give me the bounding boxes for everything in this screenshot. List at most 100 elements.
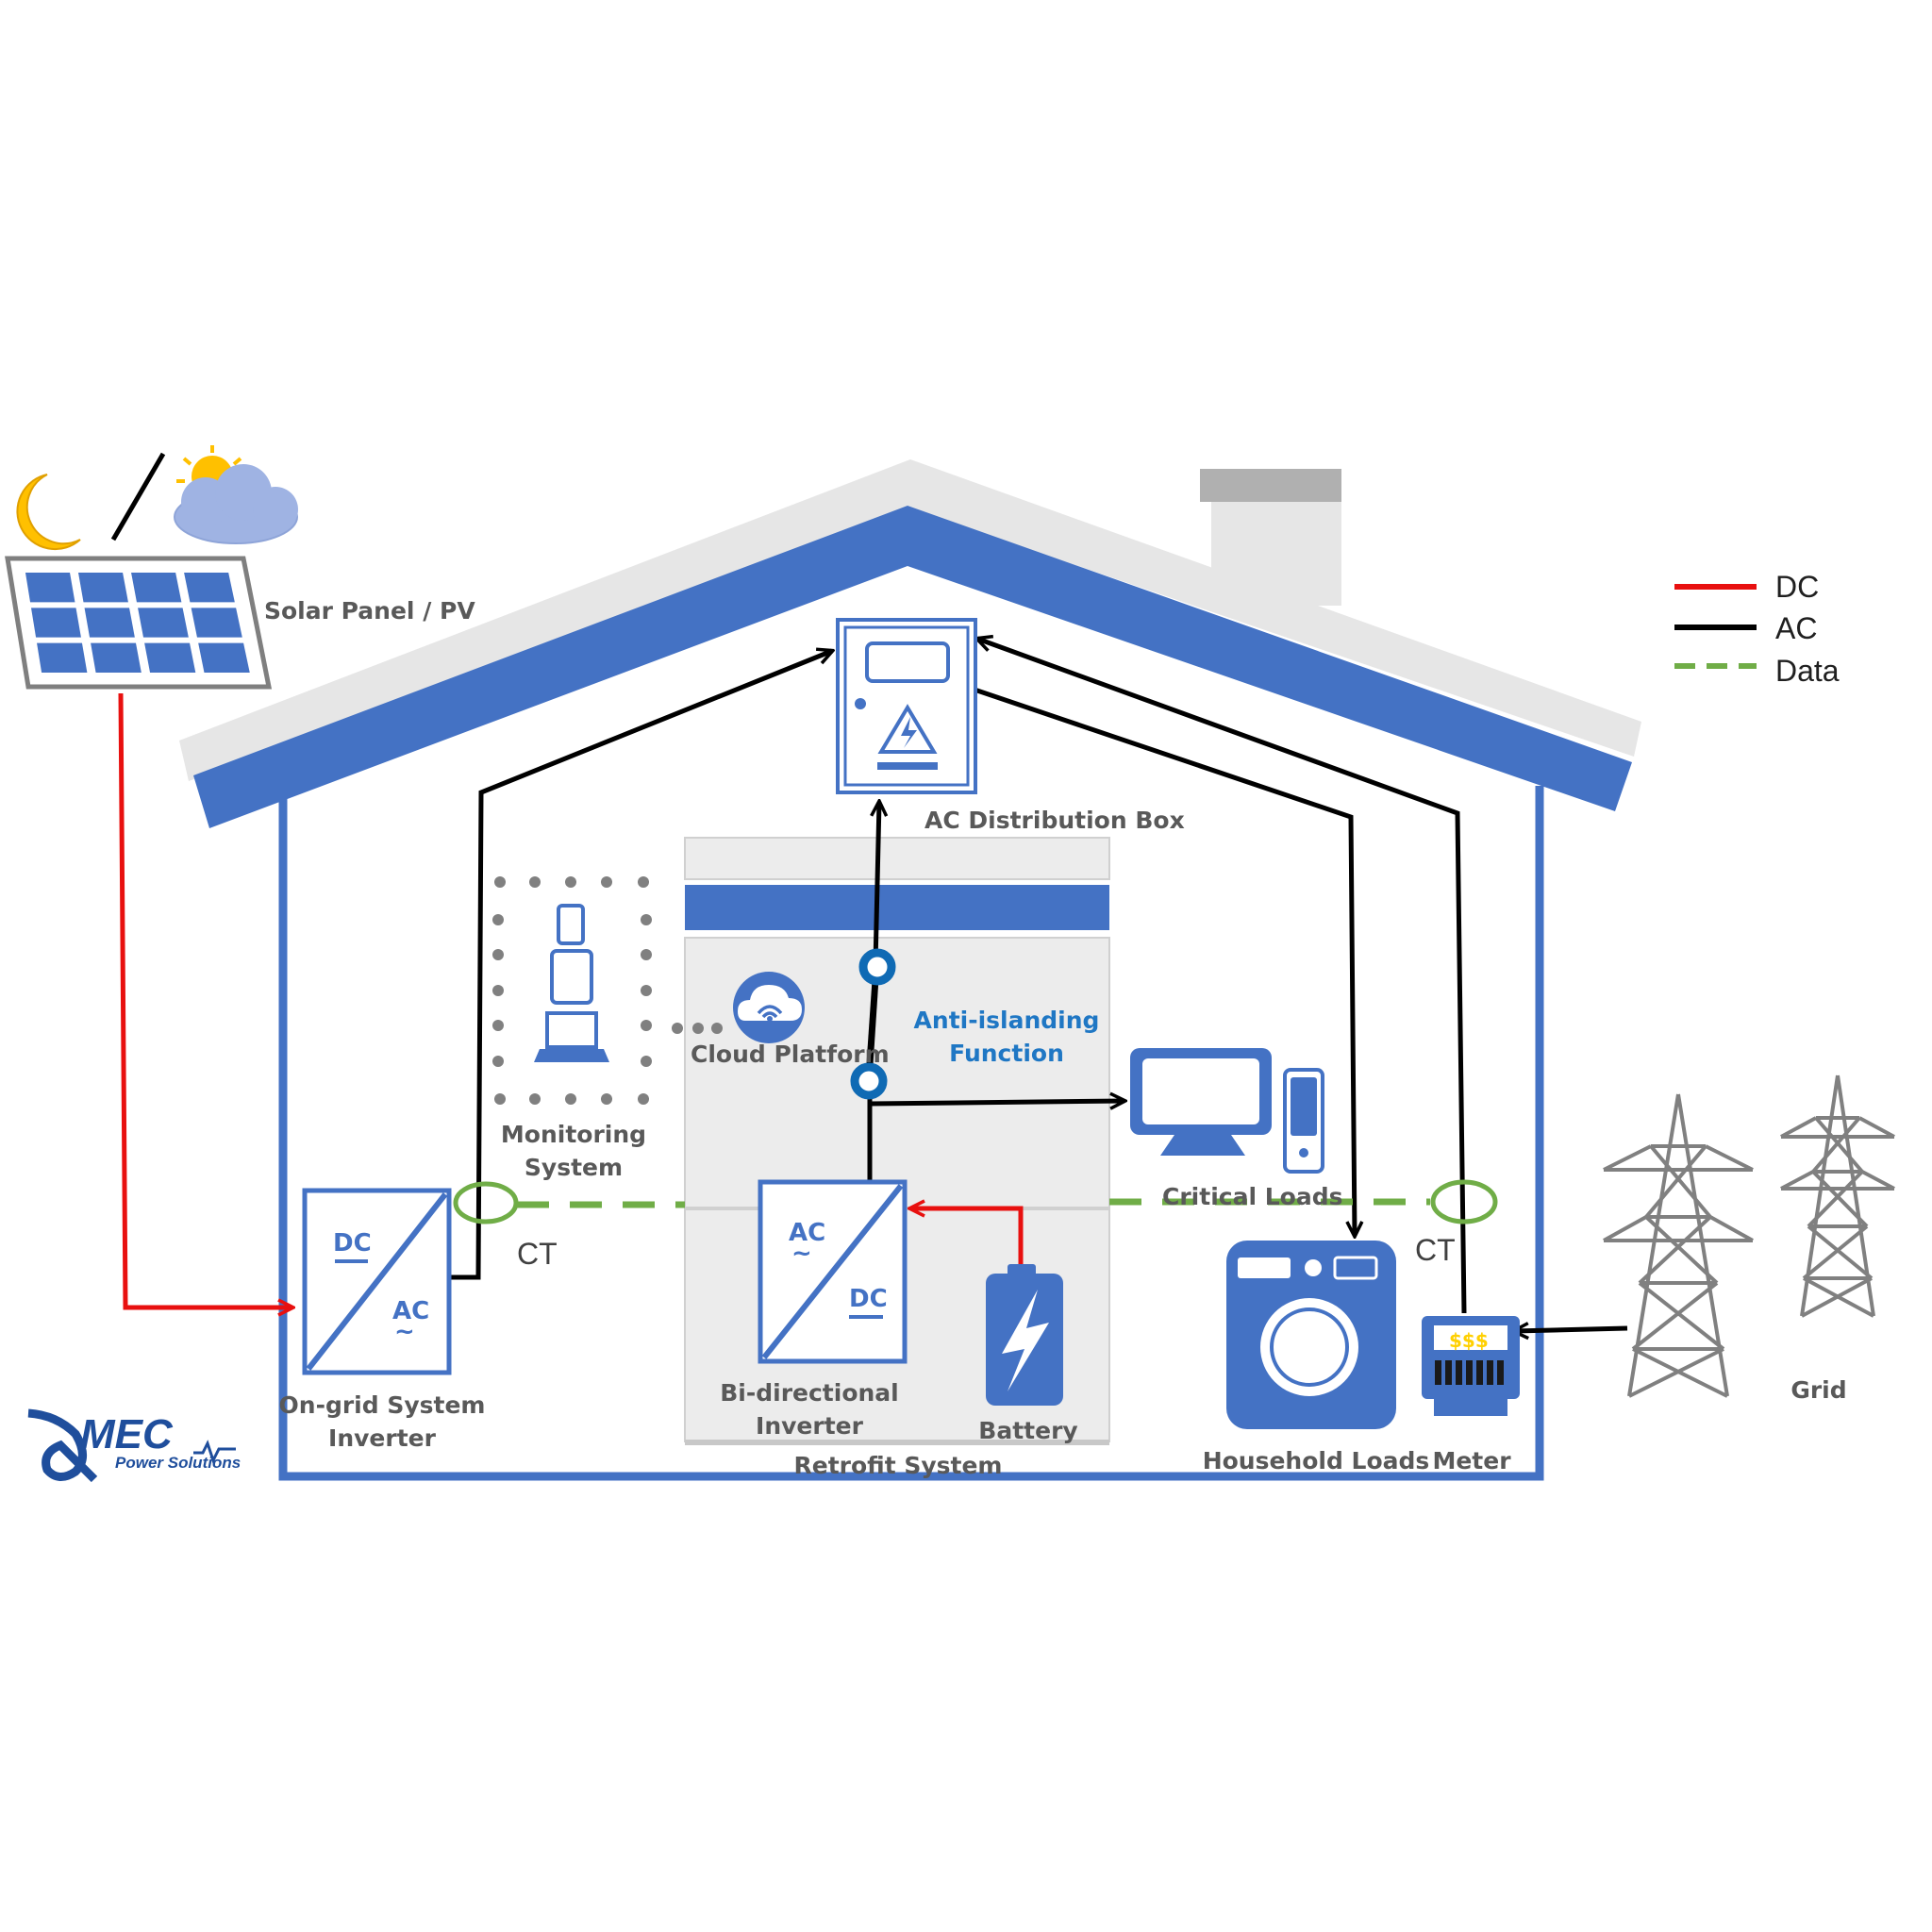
pv-cell (37, 642, 88, 674)
ongrid-dc-text: DC (333, 1229, 372, 1257)
pv-cell (144, 642, 196, 674)
battery-icon (986, 1264, 1063, 1406)
monitoring-frame-dot (494, 876, 506, 888)
monitoring-frame-dot (492, 949, 504, 960)
pv-cell (31, 608, 81, 638)
slash-icon (110, 452, 166, 541)
roof-grey-band (179, 459, 1641, 781)
ac-distribution-box-icon (836, 618, 977, 794)
bidir-dc-text: DC (849, 1285, 888, 1313)
solar-panel-label: Solar Panel / PV (264, 597, 475, 625)
legend-data-label: Data (1775, 654, 1840, 688)
pv-cell (84, 608, 135, 638)
pv-cell (191, 608, 242, 638)
pv-cell (184, 572, 235, 603)
ac-wire-meter-to-distbox (977, 639, 1467, 1314)
chimney-cap (1200, 469, 1341, 502)
pv-cell (138, 608, 189, 638)
ac-wire-to-critical-loads (869, 1101, 1124, 1104)
monitoring-frame-dot (641, 1056, 652, 1067)
battery-label: Battery (978, 1417, 1077, 1444)
pv-cell (131, 572, 182, 603)
ongrid-inverter-label-line2: Inverter (328, 1424, 437, 1452)
cabinet-blue-stripe (685, 885, 1109, 930)
monitoring-frame-dot (692, 1023, 704, 1034)
cabinet-shadow (685, 1440, 1109, 1445)
meter-label: Meter (1432, 1447, 1511, 1474)
house-wall-outline (278, 786, 1544, 1481)
monitoring-frame-dot (641, 949, 652, 960)
monitoring-frame-dot (492, 985, 504, 996)
mec-logo: MEC Power Solutions (27, 1408, 241, 1483)
monitoring-frame-dot (492, 1020, 504, 1031)
laptop-icon (545, 1011, 598, 1049)
solar-panel-icon (5, 556, 273, 690)
household-loads-label: Household Loads (1203, 1447, 1430, 1474)
pv-cell (78, 572, 128, 603)
tower-large (1603, 1093, 1754, 1398)
dc-wire-battery-to-bidir (910, 1208, 1024, 1269)
meter-display-text: $$$ (1449, 1329, 1489, 1352)
ongrid-tilde-text: ~ (394, 1318, 415, 1346)
grid-label: Grid (1790, 1376, 1846, 1404)
grid-towers-icon (1603, 1074, 1895, 1398)
relay-bottom (850, 1062, 888, 1100)
monitoring-frame-dot (641, 914, 652, 925)
monitoring-frame-dot (638, 1093, 649, 1105)
bidir-inverter-label-line1: Bi-directional (720, 1379, 899, 1407)
household-loads-icon (1226, 1241, 1396, 1429)
bidir-tilde-text: ~ (791, 1240, 812, 1268)
meter-bar (1497, 1360, 1504, 1385)
moon-icon (16, 474, 81, 551)
meter-icon: $$$ (1422, 1316, 1520, 1416)
ct-ring-left (453, 1181, 519, 1224)
pv-cell (25, 572, 75, 603)
ac-distribution-box-label: AC Distribution Box (924, 807, 1185, 834)
ac-wire-relay-to-distbox (875, 802, 879, 965)
cloud-icon (174, 464, 298, 544)
monitoring-frame-dot (529, 1093, 541, 1105)
meter-bar (1456, 1360, 1462, 1385)
monitoring-frame-dot (529, 876, 541, 888)
monitoring-frame-dot (641, 985, 652, 996)
ongrid-inverter-icon: DC AC ~ (302, 1188, 452, 1375)
pv-cell (198, 642, 250, 674)
monitoring-frame-dot (711, 1023, 723, 1034)
monitoring-label-line1: Monitoring (501, 1121, 646, 1148)
bidir-inverter-icon: AC ~ DC (758, 1179, 908, 1364)
monitoring-frame-dot (641, 1020, 652, 1031)
monitoring-frame-dot (601, 1093, 612, 1105)
monitoring-frame-dot (601, 876, 612, 888)
monitoring-label-line2: System (525, 1154, 623, 1181)
legend-ac-label: AC (1775, 611, 1817, 645)
cabinet-top-panel (684, 837, 1110, 880)
ac-wire-ongrid-to-distbox (449, 651, 832, 1280)
phone-icon (557, 904, 585, 945)
ac-wire-distbox-to-household (971, 686, 1355, 1236)
cloud-platform-label: Cloud Platform (691, 1041, 890, 1068)
relay-top (858, 948, 896, 986)
meter-bar (1487, 1360, 1493, 1385)
ct-left-label: CT (517, 1237, 558, 1271)
monitoring-frame-dot (672, 1023, 683, 1034)
monitoring-frame-dot (494, 1093, 506, 1105)
bidir-ac-text: AC (789, 1219, 825, 1247)
monitoring-frame-dot (638, 876, 649, 888)
meter-bar (1435, 1360, 1441, 1385)
legend-dc-label: DC (1775, 570, 1819, 604)
roof-blue-band (193, 506, 1632, 828)
monitoring-frame-dot (565, 876, 576, 888)
critical-loads-icon (1130, 1048, 1324, 1174)
bidir-inverter-label-line2: Inverter (756, 1412, 864, 1440)
pv-cell (91, 642, 142, 674)
ct-ring-right (1430, 1179, 1498, 1224)
retrofit-system-label: Retrofit System (794, 1452, 1003, 1479)
meter-bar (1466, 1360, 1473, 1385)
ongrid-ac-text: AC (392, 1297, 429, 1325)
retrofit-cabinet (684, 837, 1110, 1445)
monitoring-frame-dot (565, 1093, 576, 1105)
anti-islanding-label-line1: Anti-islanding (914, 1007, 1100, 1034)
cloud-platform-icon (733, 972, 805, 1043)
meter-bar (1476, 1360, 1483, 1385)
